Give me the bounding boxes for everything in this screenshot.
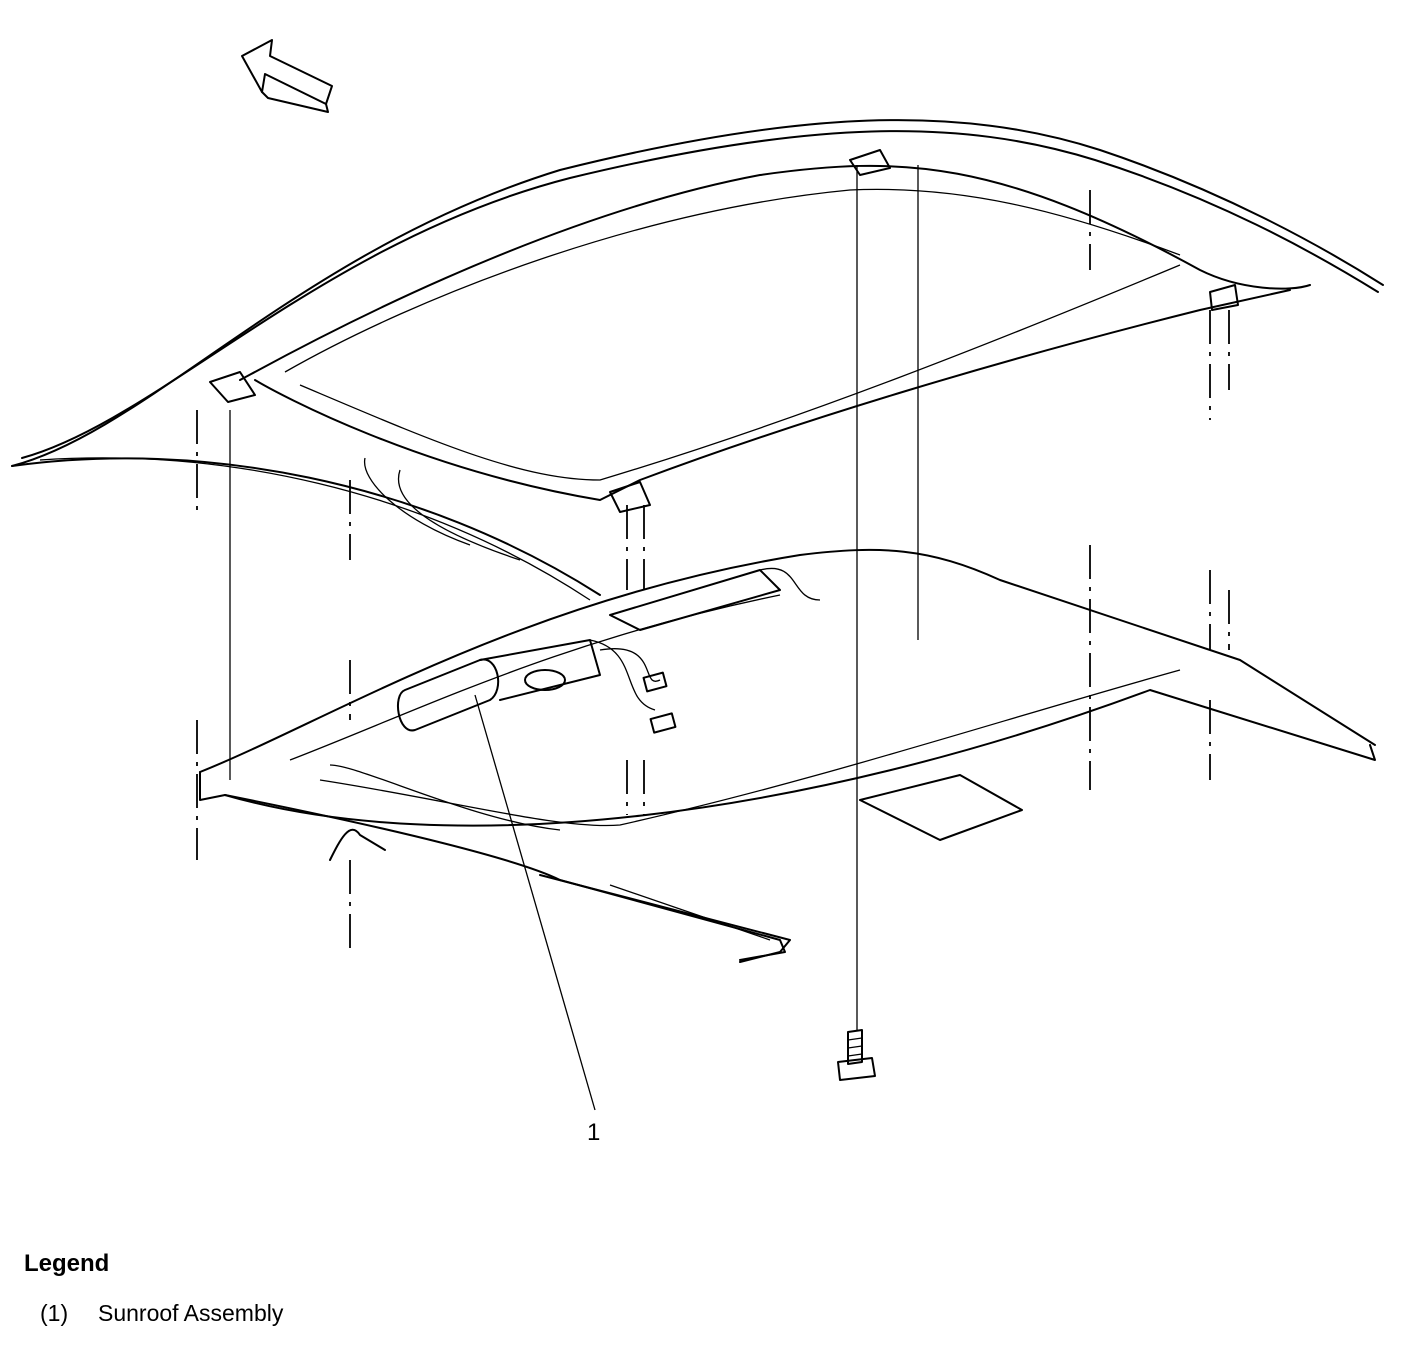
callout-number: 1 bbox=[587, 1119, 600, 1146]
sunroof-exploded-diagram: 1 bbox=[11, 39, 1384, 1146]
forward-direction-arrow-icon bbox=[241, 39, 333, 113]
sunroof-assembly-frame bbox=[199, 548, 1376, 963]
legend: Legend (1) Sunroof Assembly bbox=[24, 1250, 283, 1327]
legend-item-label: Sunroof Assembly bbox=[98, 1300, 284, 1326]
sunroof-motor bbox=[397, 567, 821, 734]
callout-1: 1 bbox=[474, 694, 600, 1146]
roof-opening bbox=[209, 149, 1311, 513]
alignment-lines bbox=[196, 165, 1230, 1030]
legend-item-number: (1) bbox=[40, 1300, 69, 1326]
bolt-icon bbox=[837, 1029, 876, 1081]
roof-panel bbox=[11, 119, 1384, 601]
legend-item: (1) Sunroof Assembly bbox=[24, 1300, 283, 1327]
legend-title: Legend bbox=[24, 1250, 110, 1277]
